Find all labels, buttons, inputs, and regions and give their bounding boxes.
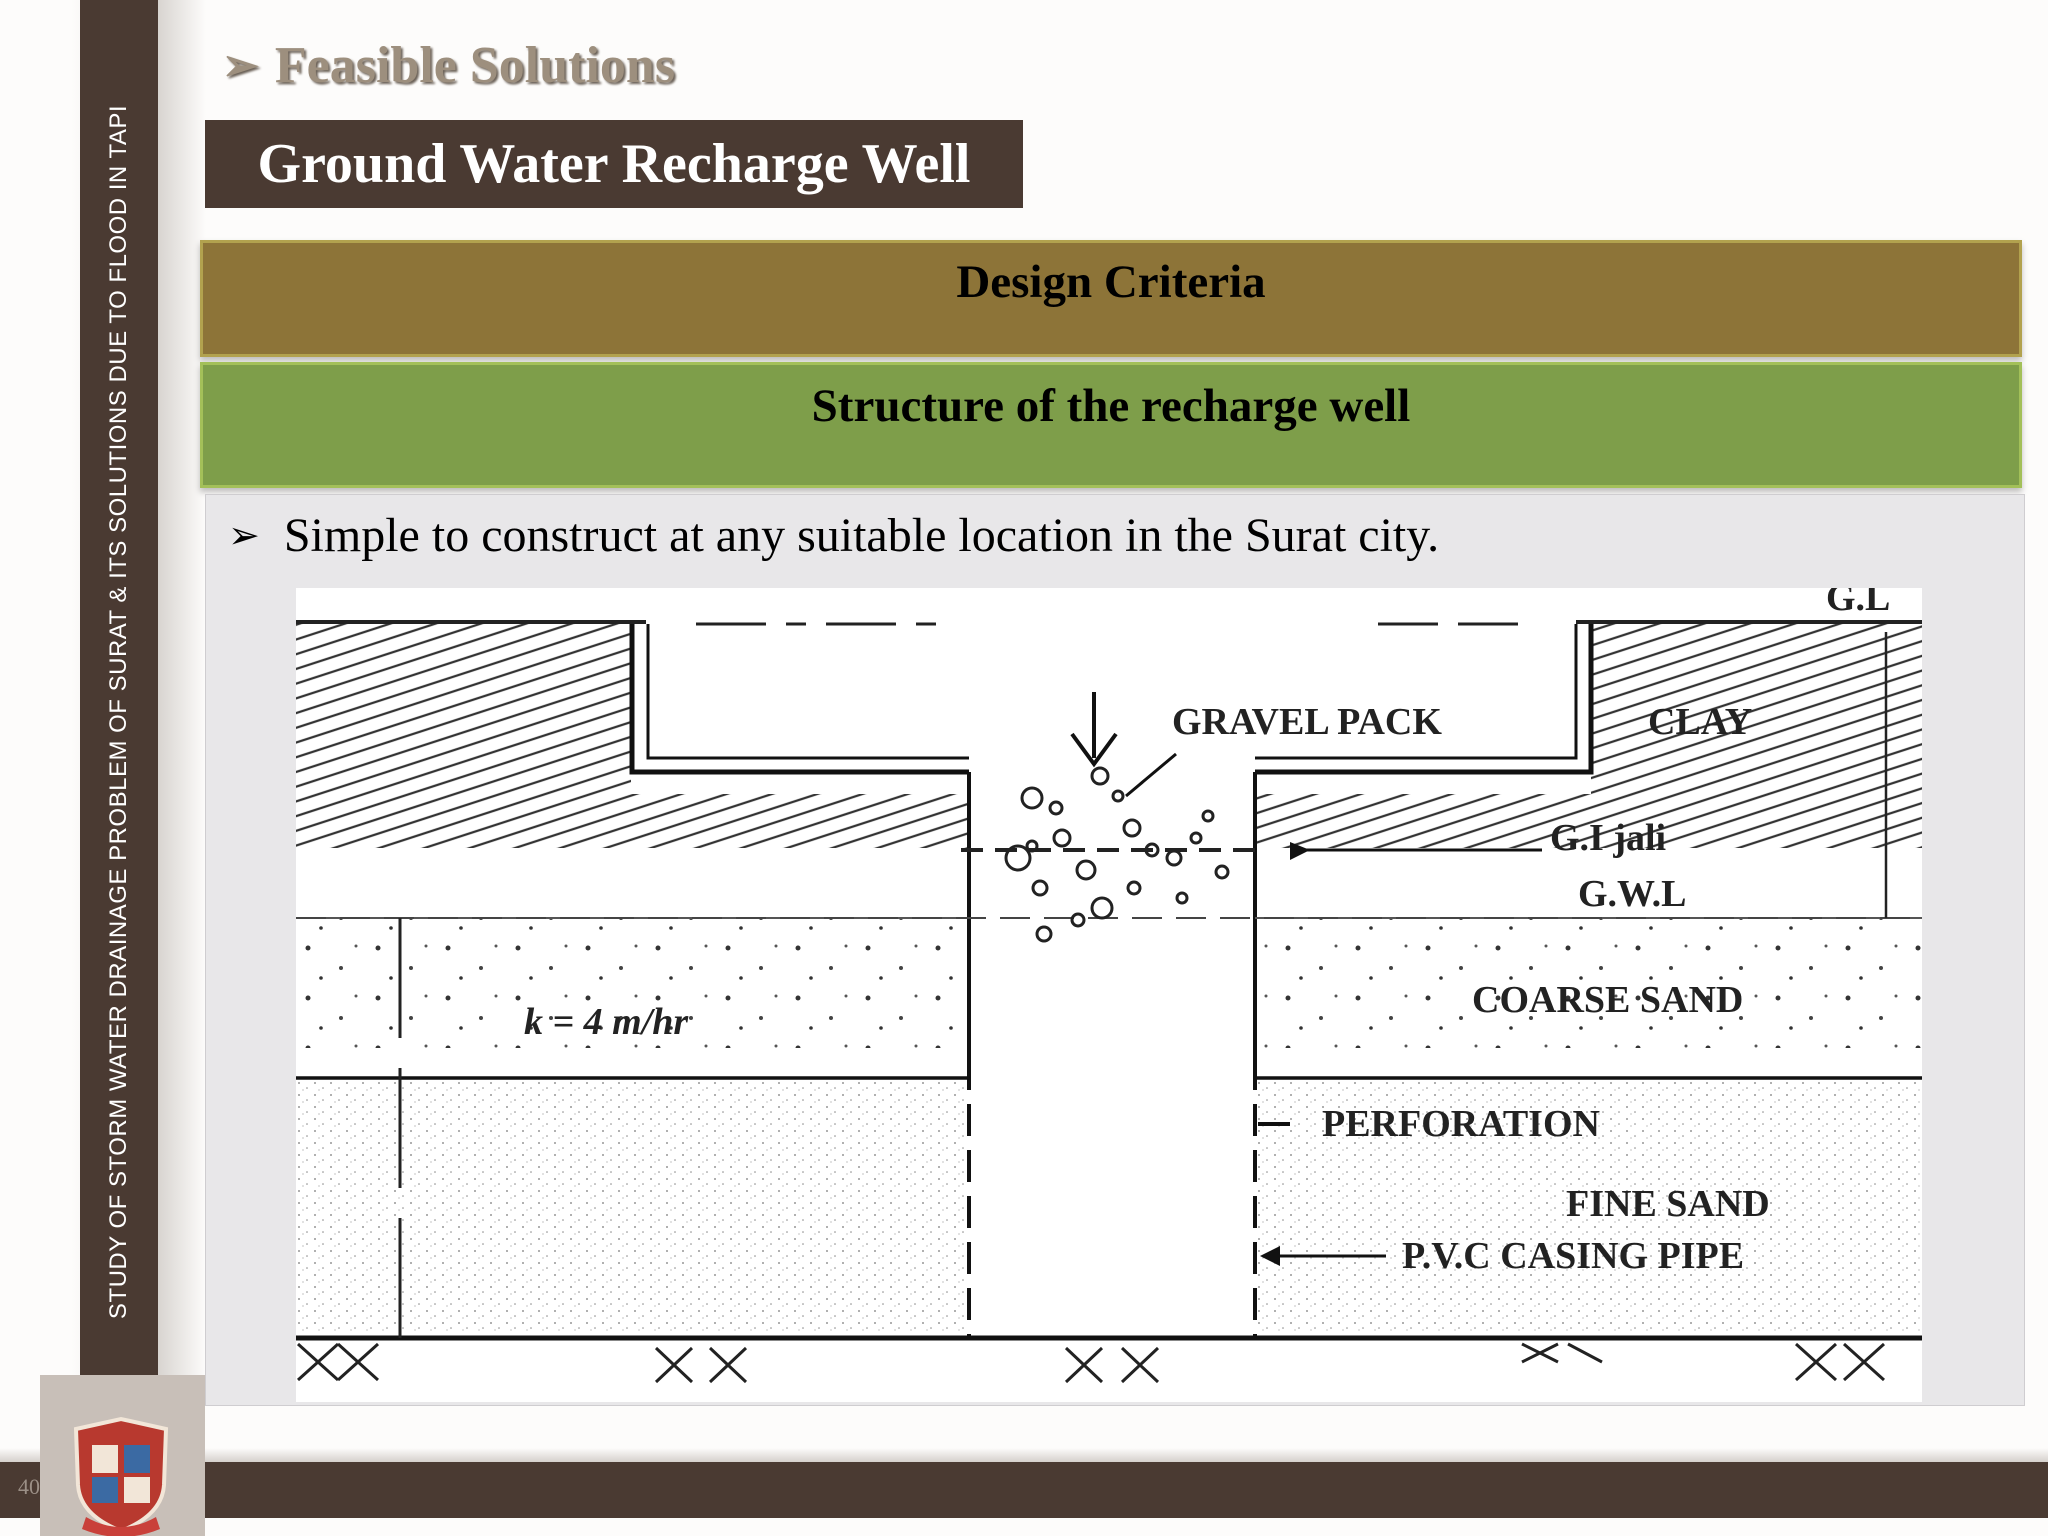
section-heading: ➢ Feasible Solutions [222,36,675,95]
label-pvc-casing: P.V.C CASING PIPE [1402,1235,1744,1277]
arrow-bullet-icon: ➢ [228,515,260,557]
arrow-bullet-icon: ➢ [222,41,259,90]
page-number: 40 [18,1474,40,1499]
fine-sand-right [1255,1082,1922,1332]
recharge-well-drawing: G.L GRAVEL PACK CLAY G.I jali G.W.L COAR… [296,588,1922,1402]
gravel-pack [1004,766,1230,943]
bullet-text: Simple to construct at any suitable loca… [283,509,1440,562]
sidebar [0,0,206,1536]
label-perforation: PERFORATION [1322,1103,1600,1145]
fine-sand-left [296,1082,969,1332]
label-gi-jali: G.I jali [1550,817,1666,859]
recharge-well-diagram: G.L GRAVEL PACK CLAY G.I jali G.W.L COAR… [296,588,1922,1402]
sidebar-bar [80,0,158,1400]
footer-strip [0,1448,2048,1462]
section-heading-text: Feasible Solutions [274,37,676,94]
coarse-sand-right [1255,918,1922,1048]
bullet-point: ➢ Simple to construct at any suitable lo… [228,508,1439,563]
label-gl: G.L [1826,588,1890,619]
slide-title: Ground Water Recharge Well [205,120,1023,208]
sidebar-shadow [158,0,206,1430]
base-marks [296,1342,1886,1384]
university-crest-logo [73,1416,169,1536]
label-clay: CLAY [1648,701,1752,743]
label-k-value: k = 4 m/hr [524,1001,689,1043]
label-fine-sand: FINE SAND [1566,1183,1770,1225]
label-gravel-pack: GRAVEL PACK [1172,701,1442,743]
coarse-sand-left [296,918,969,1048]
label-coarse-sand: COARSE SAND [1472,979,1743,1021]
footer-bar [0,1462,2048,1518]
structure-band: Structure of the recharge well [200,362,2022,488]
presentation-title-vertical: STUDY OF STORM WATER DRAINAGE PROBLEM OF… [105,104,132,1320]
label-gwl: G.W.L [1578,873,1686,915]
design-criteria-band: Design Criteria [200,240,2022,357]
